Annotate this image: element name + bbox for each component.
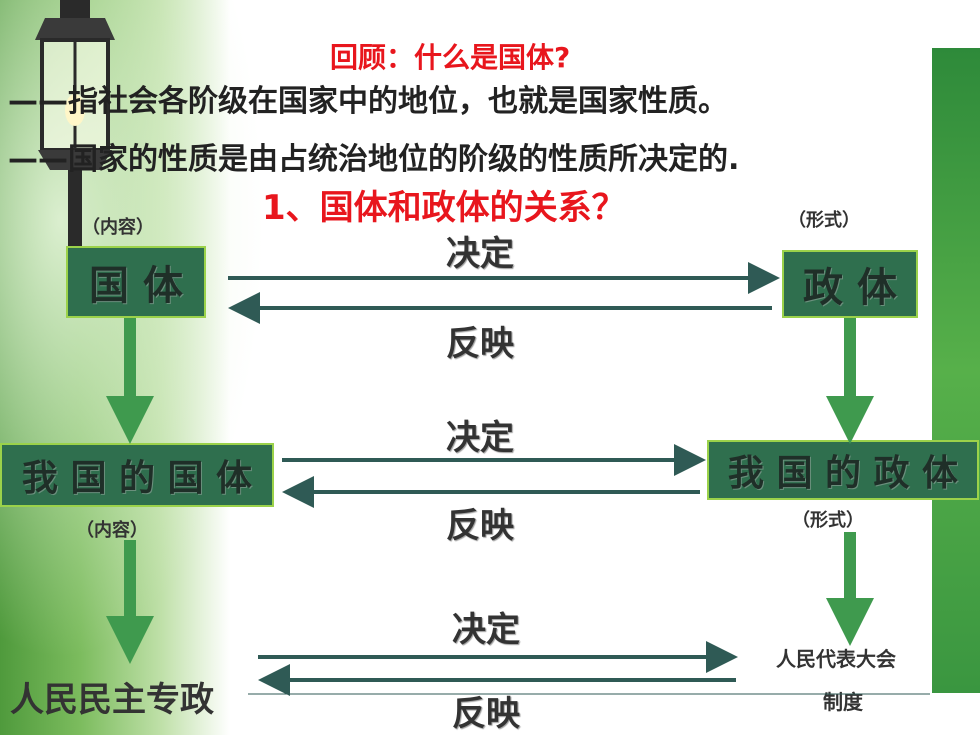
reflect-label-1: 反映 [446,324,514,364]
definition-line-1: ——指社会各阶级在国家中的地位，也就是国家性质。 [8,84,728,119]
decide-label-3: 决定 [452,610,520,650]
reflect-label-3: 反映 [452,694,520,734]
section-heading: 1、国体和政体的关系？ [262,188,626,228]
decide-label-2: 决定 [446,418,514,458]
people-democratic-dictatorship: 人民民主专政 [10,680,214,720]
background-bar-right [932,48,980,693]
content-label-top: （内容） [82,217,154,238]
wo-guoti-box: 我 国 的 国 体 [0,443,274,507]
wo-zhengti-box: 我 国 的 政 体 [707,440,979,500]
definition-line-2: ——国家的性质是由占统治地位的阶级的性质所决定的. [8,142,740,177]
npc-system-line-1: 人民代表大会 [776,647,896,671]
reflect-label-2: 反映 [446,506,514,546]
form-label-top: （形式） [788,210,860,231]
decide-label-1: 决定 [446,234,514,274]
lantern-icon [35,0,115,250]
form-label-middle: （形式） [792,510,864,531]
page-title: 回顾：什么是国体? [330,41,571,74]
zhengti-box: 政 体 [782,250,918,318]
guoti-box: 国 体 [66,246,206,318]
content-label-middle: （内容） [76,520,148,541]
